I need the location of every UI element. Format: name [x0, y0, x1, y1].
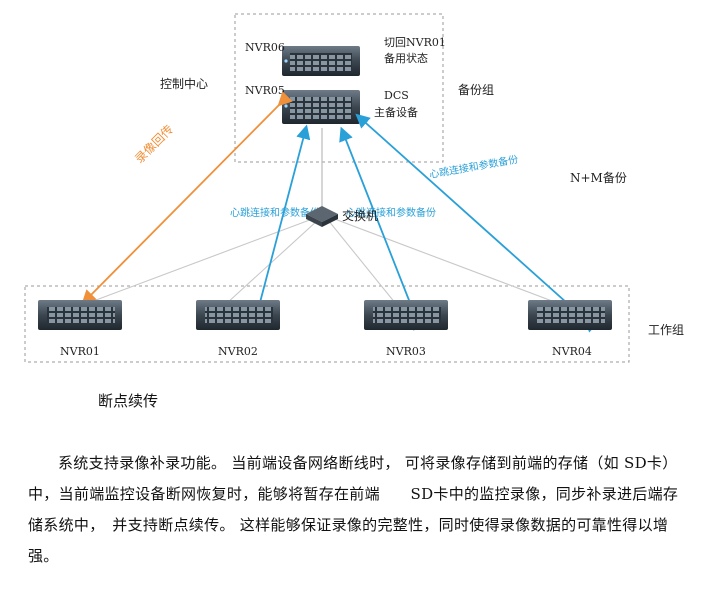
nvr04-name: NVR04 — [552, 345, 592, 358]
heartbeat-label-right: 心跳连接和参数备份 — [428, 153, 519, 181]
nvr05-note-1: DCS — [384, 89, 409, 102]
nvr06-name: NVR06 — [245, 41, 285, 54]
nvr05-note-2: 主备设备 — [374, 105, 418, 119]
record-return-label: 录像回传 — [132, 122, 177, 167]
nvr03-device — [364, 300, 448, 330]
work-group-label: 工作组 — [648, 323, 684, 337]
backup-group-label: 备份组 — [458, 83, 494, 97]
body-paragraph: 系统支持录像补录功能。 当前端设备网络断线时， 可将录像存储到前端的存储（如 S… — [28, 454, 679, 565]
nvr05-name: NVR05 — [245, 84, 285, 97]
nvr04-device — [528, 300, 612, 330]
nvr06-note-2: 备用状态 — [384, 51, 428, 65]
switch-label: 交换机 — [342, 208, 378, 223]
switch-device — [306, 206, 338, 227]
nvr05-device — [282, 90, 360, 124]
heartbeat-arrows — [257, 113, 599, 333]
nvr06-note-1: 切回NVR01 — [384, 36, 446, 49]
nvr06-device — [282, 46, 360, 76]
control-center-label: 控制中心 — [160, 76, 208, 91]
nvr03-name: NVR03 — [386, 345, 426, 358]
heartbeat-label-mid: 心跳连接和参数备份 — [346, 206, 436, 219]
heartbeat-label-left: 心跳连接和参数备份 — [230, 206, 320, 219]
nvr01-name: NVR01 — [60, 345, 100, 358]
work-group-box — [24, 285, 630, 363]
nvr01-device — [38, 300, 122, 330]
nvr02-device — [196, 300, 280, 330]
record-return-arrow — [81, 91, 293, 305]
n-plus-m-label: N+M备份 — [570, 171, 627, 185]
nvr-backup-diagram: NVR06 切回NVR01 备用状态 NVR05 DCS 主备设备 控制中心 备… — [24, 13, 684, 363]
backup-group-box — [234, 13, 444, 163]
nvr02-name: NVR02 — [218, 345, 258, 358]
section-caption: 断点续传 — [98, 392, 159, 410]
